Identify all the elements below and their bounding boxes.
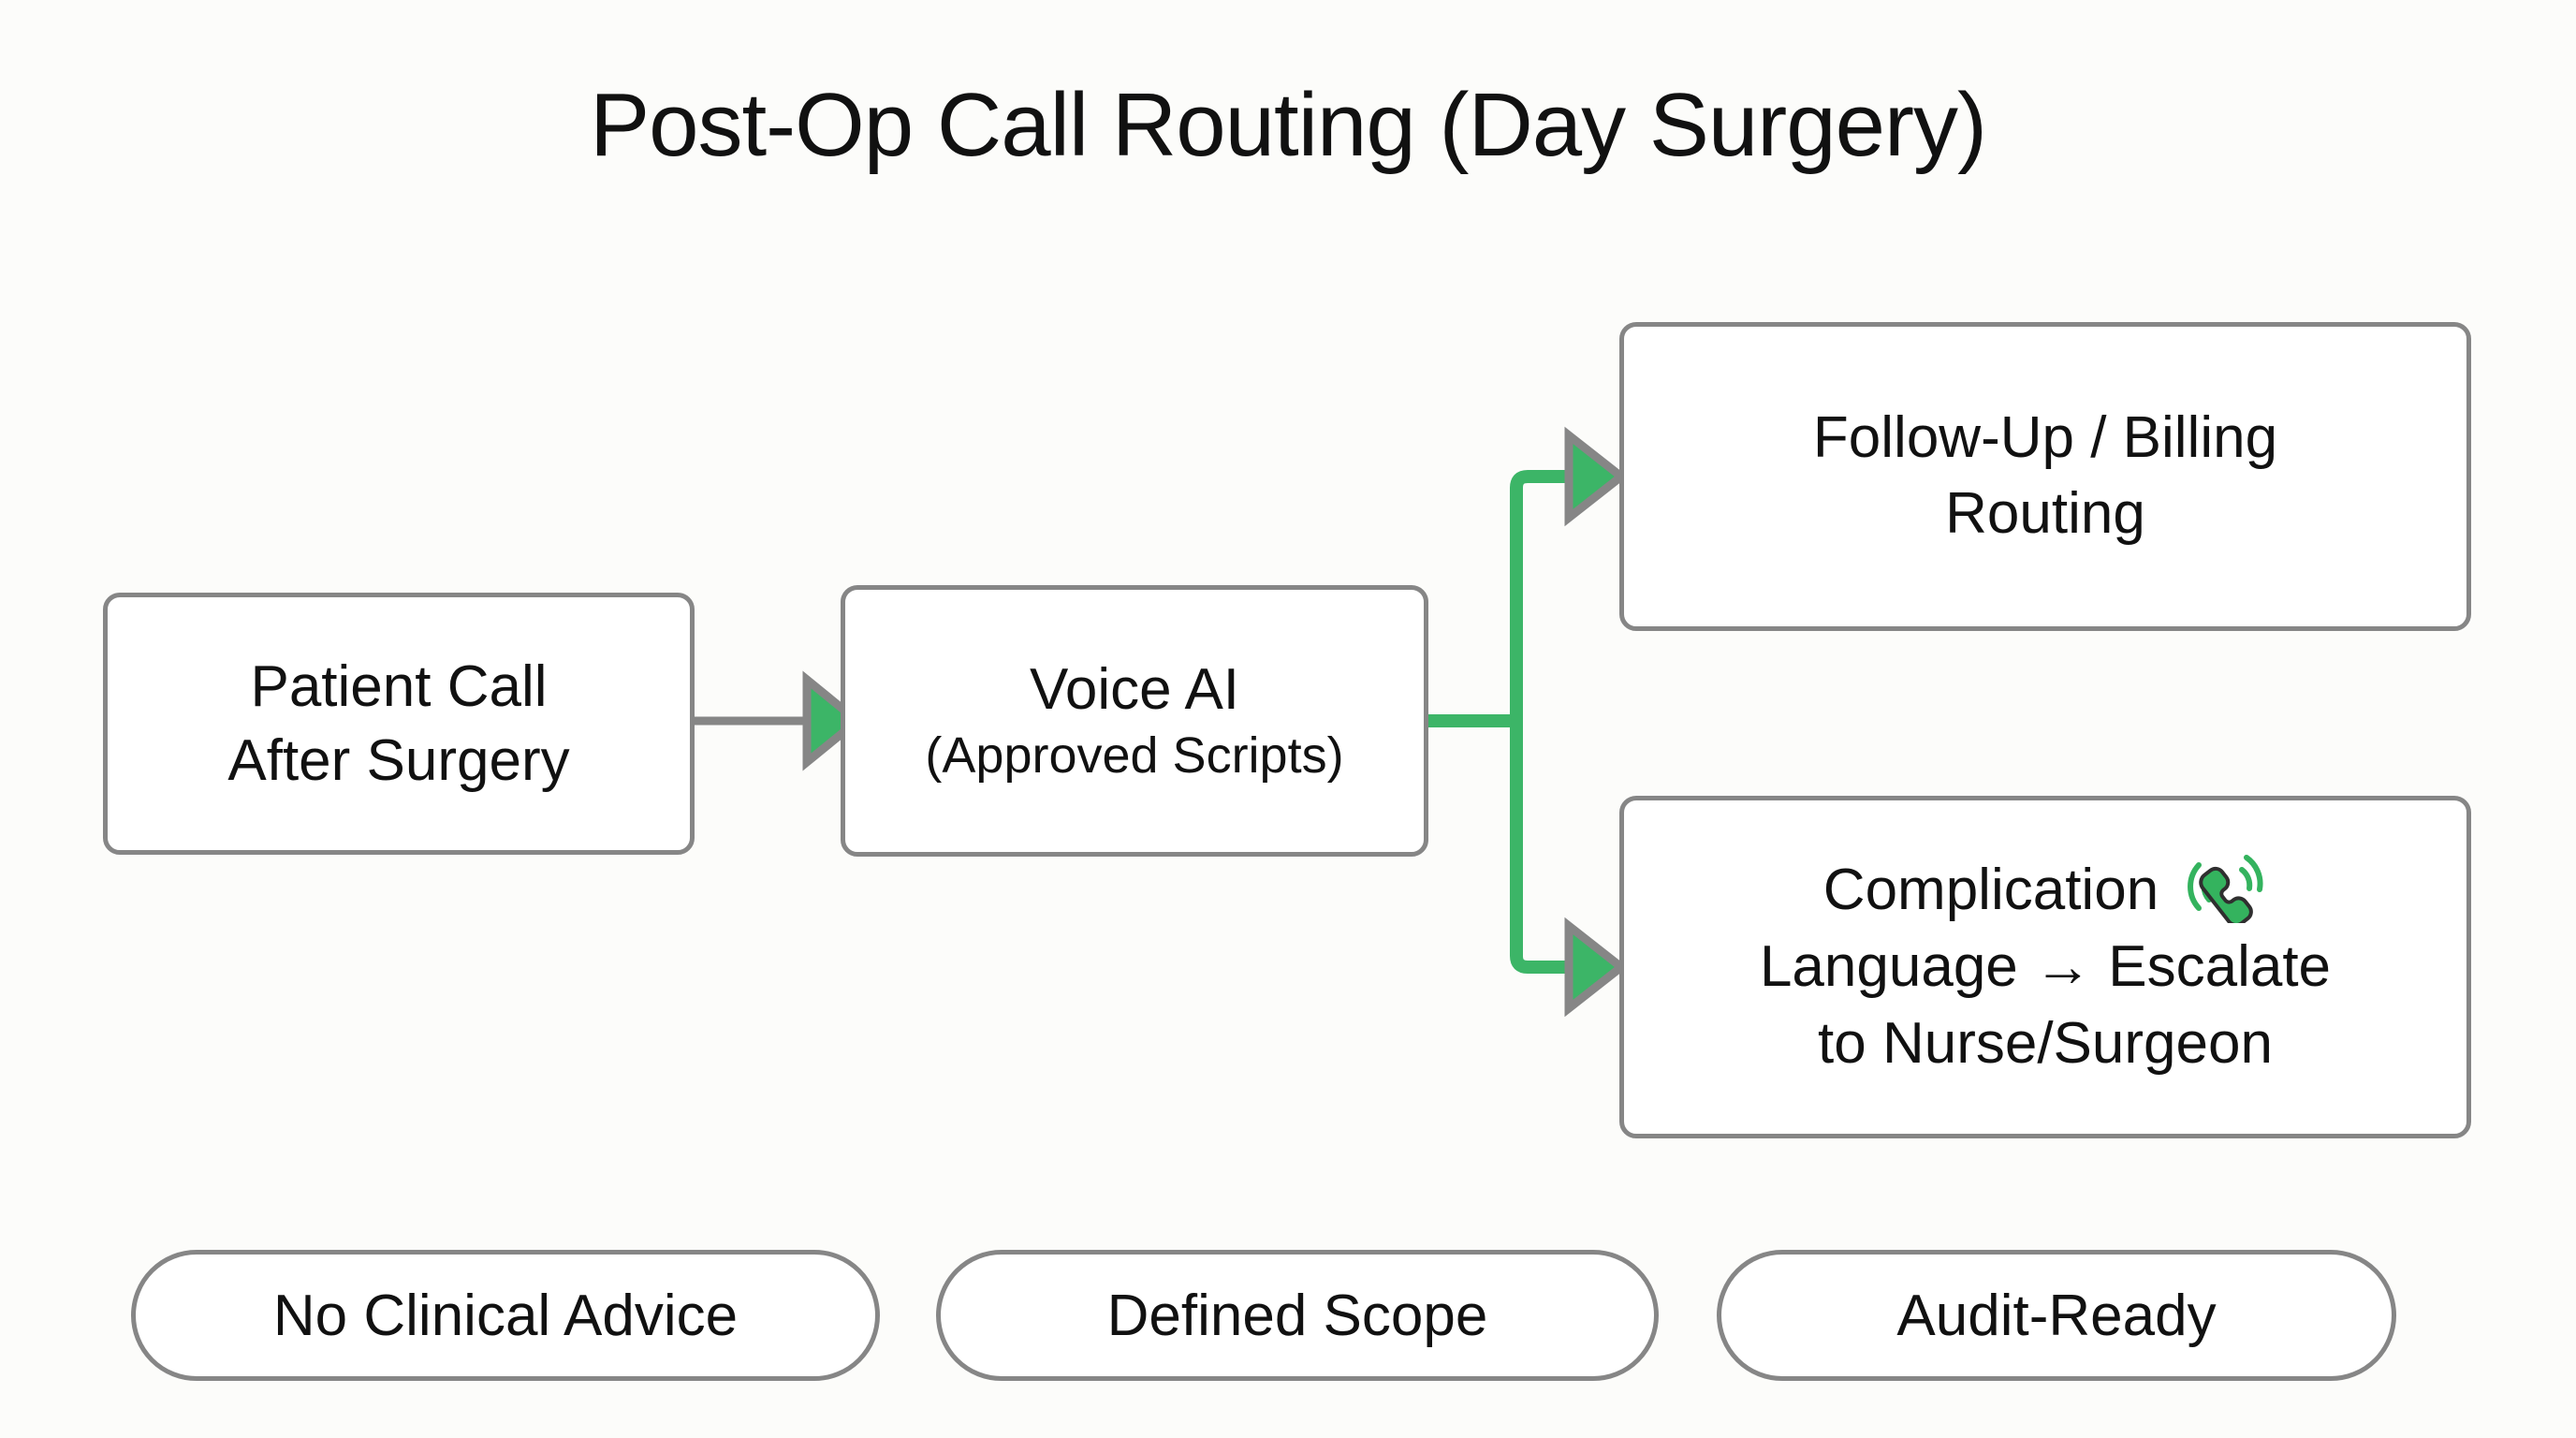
node-voice-ai[interactable]: Voice AI (Approved Scripts) [841,585,1428,857]
page-title: Post-Op Call Routing (Day Surgery) [590,75,1987,175]
node-escalate-line-1: Complication [1822,858,2159,923]
pill-audit-ready[interactable]: Audit-Ready [1717,1250,2396,1381]
pill-defined-scope-label: Defined Scope [1106,1283,1488,1348]
node-followup-line-2: Routing [1945,481,2145,546]
node-followup-billing-routing[interactable]: Follow-Up / Billing Routing [1619,322,2471,631]
node-voice-ai-line-1: Voice AI [1029,657,1240,723]
pill-no-clinical-advice[interactable]: No Clinical Advice [131,1250,880,1381]
connector-voice-ai-to-escalate [1510,714,1629,1018]
connector-voice-ai-to-followup [1510,426,1629,727]
pill-defined-scope[interactable]: Defined Scope [936,1250,1659,1381]
node-escalate-line-2: Language → Escalate [1759,934,2332,1000]
node-patient-call[interactable]: Patient Call After Surgery [103,593,695,855]
pill-audit-ready-label: Audit-Ready [1896,1283,2217,1348]
node-escalate-line-3: to Nurse/Surgeon [1818,1010,2273,1076]
node-voice-ai-line-2: (Approved Scripts) [925,726,1344,784]
ringing-phone-icon [2177,850,2267,928]
connector-patient-call-to-voice-ai [695,670,865,771]
node-escalate-to-nurse-surgeon[interactable]: Complication [1619,796,2471,1138]
node-followup-line-1: Follow-Up / Billing [1812,405,2278,471]
node-escalate-line-1-row: Complication [1823,852,2267,929]
node-patient-call-line-1: Patient Call [250,653,548,719]
pill-no-clinical-advice-label: No Clinical Advice [272,1283,739,1348]
node-patient-call-line-2: After Surgery [227,728,570,793]
